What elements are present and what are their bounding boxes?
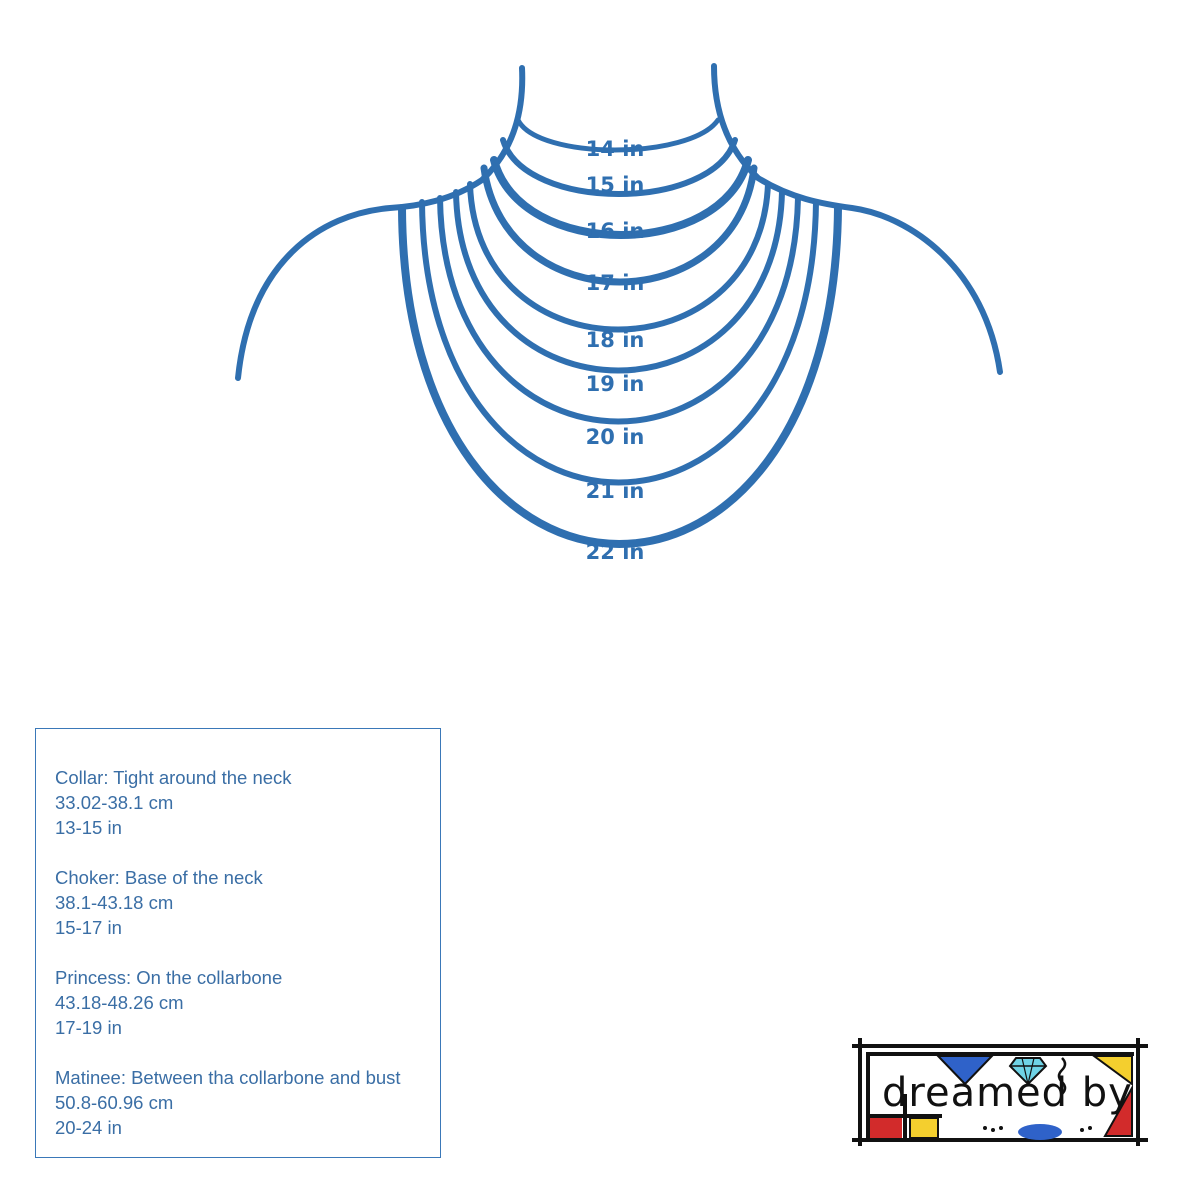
logo-yellow-block [909,1117,939,1139]
length-label-14in: 14 in [586,137,645,161]
necklace-styles-box: Collar: Tight around the neck 33.02-38.1… [35,728,441,1158]
style-cm: 43.18-48.26 cm [55,992,184,1013]
style-choker: Choker: Base of the neck 38.1-43.18 cm 1… [55,865,440,940]
necklace-strand-19in [453,189,785,374]
style-inches: 15-17 in [55,917,122,938]
neck-right-outline [711,63,1003,375]
style-cm: 38.1-43.18 cm [55,892,174,913]
length-labels: 14 in 15 in 16 in 17 in 18 in 19 in 20 i… [586,137,645,564]
length-label-15in: 15 in [586,173,645,197]
length-label-20in: 20 in [586,425,645,449]
style-name: Choker: Base of the neck [55,867,263,888]
diamond-icon [1008,1057,1048,1086]
brand-logo: dreamed by [852,1038,1148,1146]
style-name: Matinee: Between tha collarbone and bust [55,1067,401,1088]
length-label-22in: 22 in [586,540,645,564]
logo-blue-triangle [935,1055,995,1086]
length-label-18in: 18 in [586,328,645,352]
style-matinee: Matinee: Between tha collarbone and bust… [55,1065,440,1140]
style-inches: 17-19 in [55,1017,122,1038]
length-label-21in: 21 in [586,479,645,503]
style-cm: 50.8-60.96 cm [55,1092,174,1113]
necklace-strand-16in [490,156,752,239]
style-princess: Princess: On the collarbone 43.18-48.26 … [55,965,440,1040]
necklace-strand-18in [467,181,771,333]
logo-yellow-triangle [1090,1055,1133,1086]
necklace-strand-21in [419,199,819,486]
necklace-strand-20in [437,195,801,425]
necklace-strands [398,117,842,548]
length-label-17in: 17 in [586,271,645,295]
logo-blue-blob [1018,1124,1062,1140]
style-inches: 13-15 in [55,817,122,838]
style-name: Princess: On the collarbone [55,967,283,988]
necklace-strand-14in [515,117,721,153]
necklace-strand-15in [500,137,738,197]
necklace-strand-22in [398,204,842,548]
style-cm: 33.02-38.1 cm [55,792,174,813]
logo-text: dreamed by [882,1070,1133,1116]
logo-red-triangle [1103,1084,1133,1137]
style-name: Collar: Tight around the neck [55,767,292,788]
body-silhouette [235,63,1003,381]
necklace-strand-17in [480,164,758,286]
style-collar: Collar: Tight around the neck 33.02-38.1… [55,765,440,840]
length-label-19in: 19 in [586,372,645,396]
style-inches: 20-24 in [55,1117,122,1138]
neck-left-outline [235,65,526,381]
logo-red-block [870,1118,902,1138]
logo-squiggle [1057,1057,1067,1095]
length-label-16in: 16 in [586,219,645,243]
